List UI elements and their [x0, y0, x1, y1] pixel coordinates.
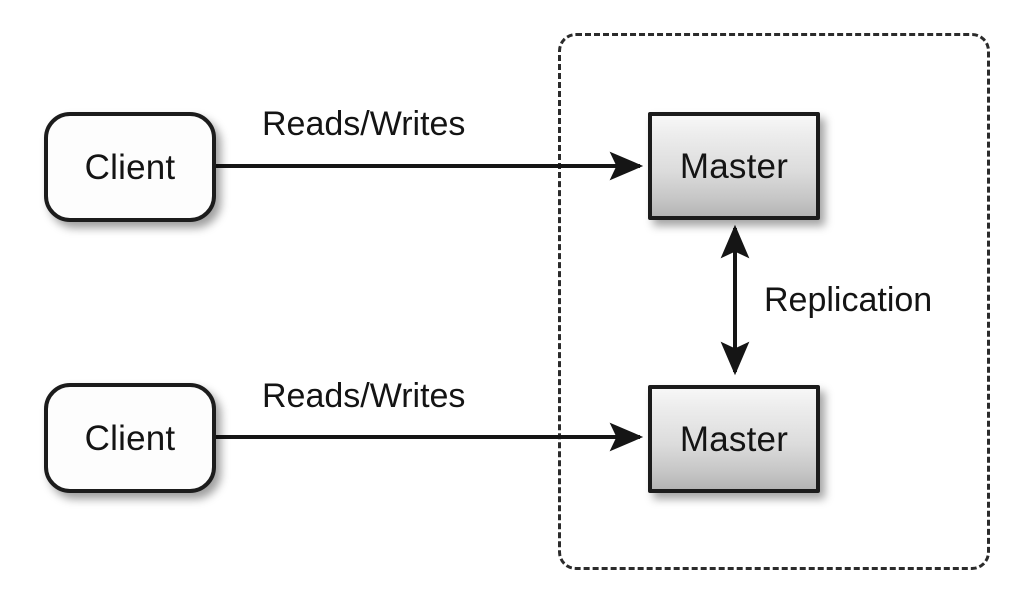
- node-label: Master: [679, 419, 789, 459]
- node-client-bottom[interactable]: Client: [44, 383, 216, 493]
- node-label: Client: [84, 147, 176, 187]
- node-label: Master: [679, 146, 789, 186]
- node-master-bottom[interactable]: Master: [648, 385, 820, 493]
- node-client-top[interactable]: Client: [44, 112, 216, 222]
- edge-label-replication: Replication: [764, 281, 933, 319]
- edge-label-reads-writes-top: Reads/Writes: [262, 105, 466, 143]
- cluster-boundary: [558, 33, 990, 570]
- node-label: Client: [84, 418, 176, 458]
- edge-label-reads-writes-bottom: Reads/Writes: [262, 377, 466, 415]
- node-master-top[interactable]: Master: [648, 112, 820, 220]
